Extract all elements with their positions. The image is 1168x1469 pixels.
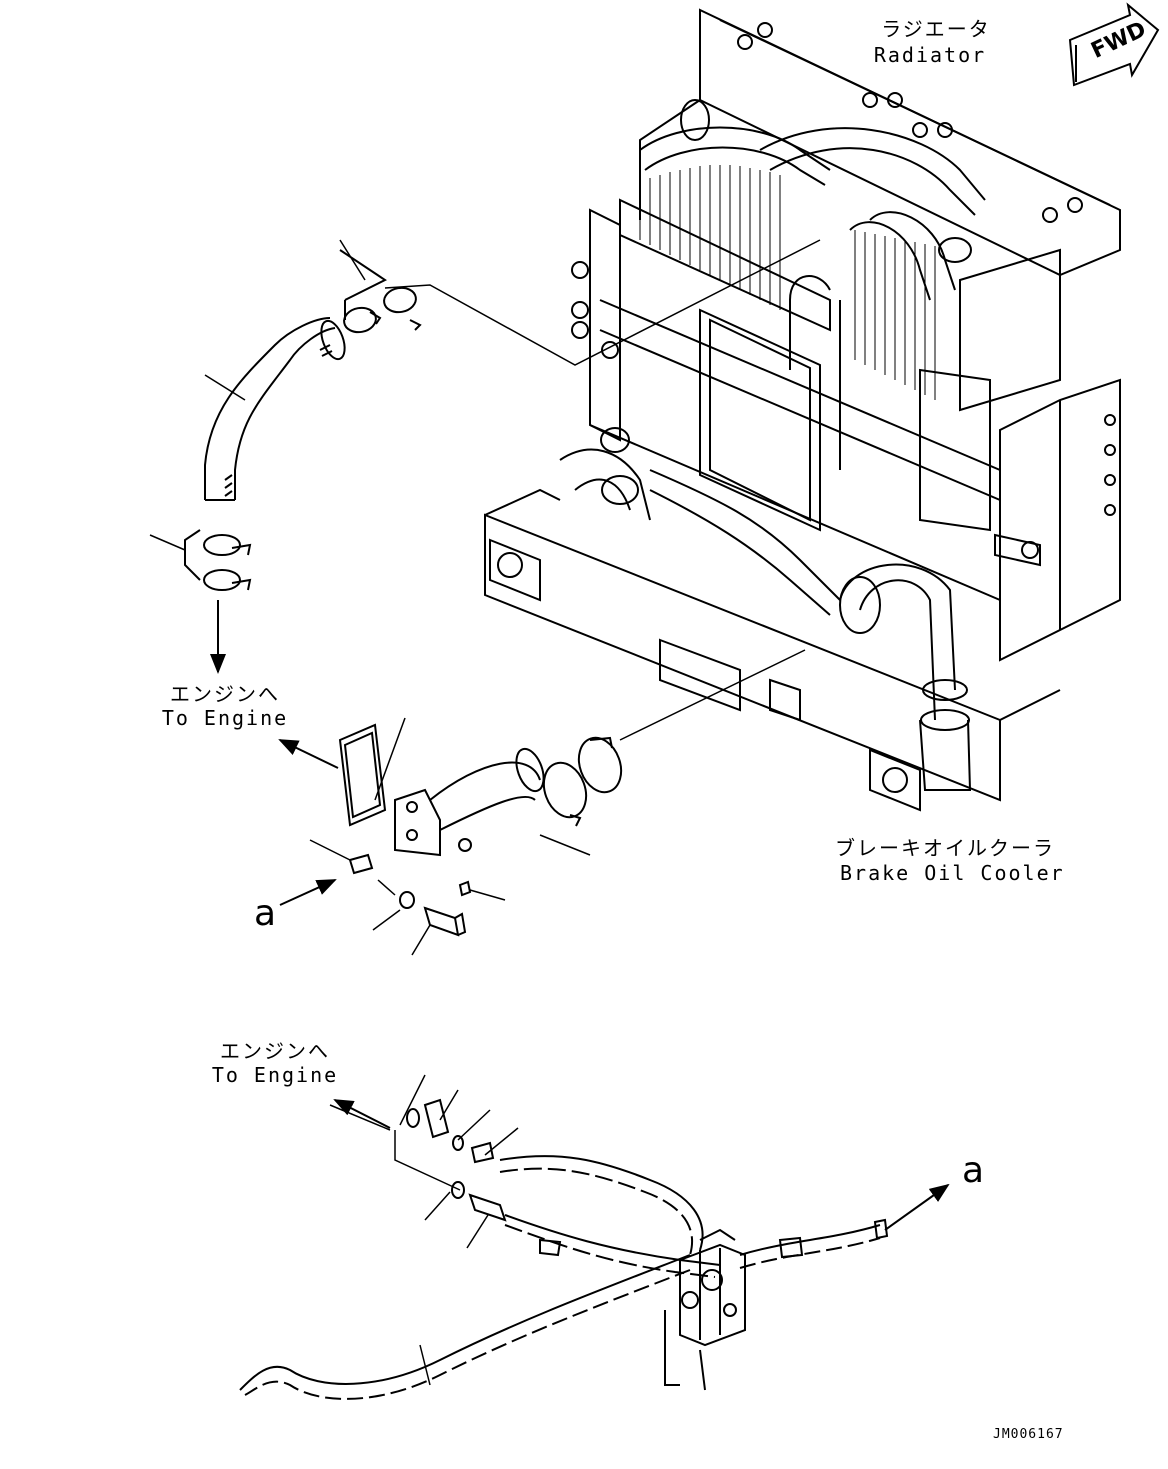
radiator-label-en: Radiator xyxy=(873,43,987,67)
leader-lines xyxy=(149,239,821,1386)
radiator-label-jp: ラジエータ xyxy=(881,17,991,41)
reference-a-lower: a xyxy=(962,1150,985,1191)
gasket xyxy=(338,723,387,827)
radiator-assembly xyxy=(484,8,1121,812)
valve-block xyxy=(664,1228,746,1391)
to-engine-label-en-2: To Engine xyxy=(211,1063,339,1087)
upper-hose xyxy=(204,317,346,501)
drawing-code: JM006167 xyxy=(993,1427,1064,1442)
to-engine-label-jp-2: エンジンへ xyxy=(220,1039,330,1063)
forward-direction-icon xyxy=(1068,2,1160,87)
brake-oil-cooler-label-jp: ブレーキオイルクーラ xyxy=(835,836,1055,860)
hose-clamps-middle xyxy=(184,529,252,591)
direction-arrows xyxy=(210,600,950,1231)
lower-elbow-pipe xyxy=(394,747,545,857)
to-engine-label-jp-1: エンジンへ xyxy=(170,682,280,706)
hose-clamps-top xyxy=(339,249,422,334)
brake-oil-cooler-label-en: Brake Oil Cooler xyxy=(840,861,1065,885)
fittings-upper xyxy=(348,853,472,937)
lower-hose-line xyxy=(239,1098,889,1400)
reference-a-upper: a xyxy=(254,893,277,934)
hose-clamps-lower xyxy=(542,736,623,827)
to-engine-label-en-1: To Engine xyxy=(161,706,289,730)
